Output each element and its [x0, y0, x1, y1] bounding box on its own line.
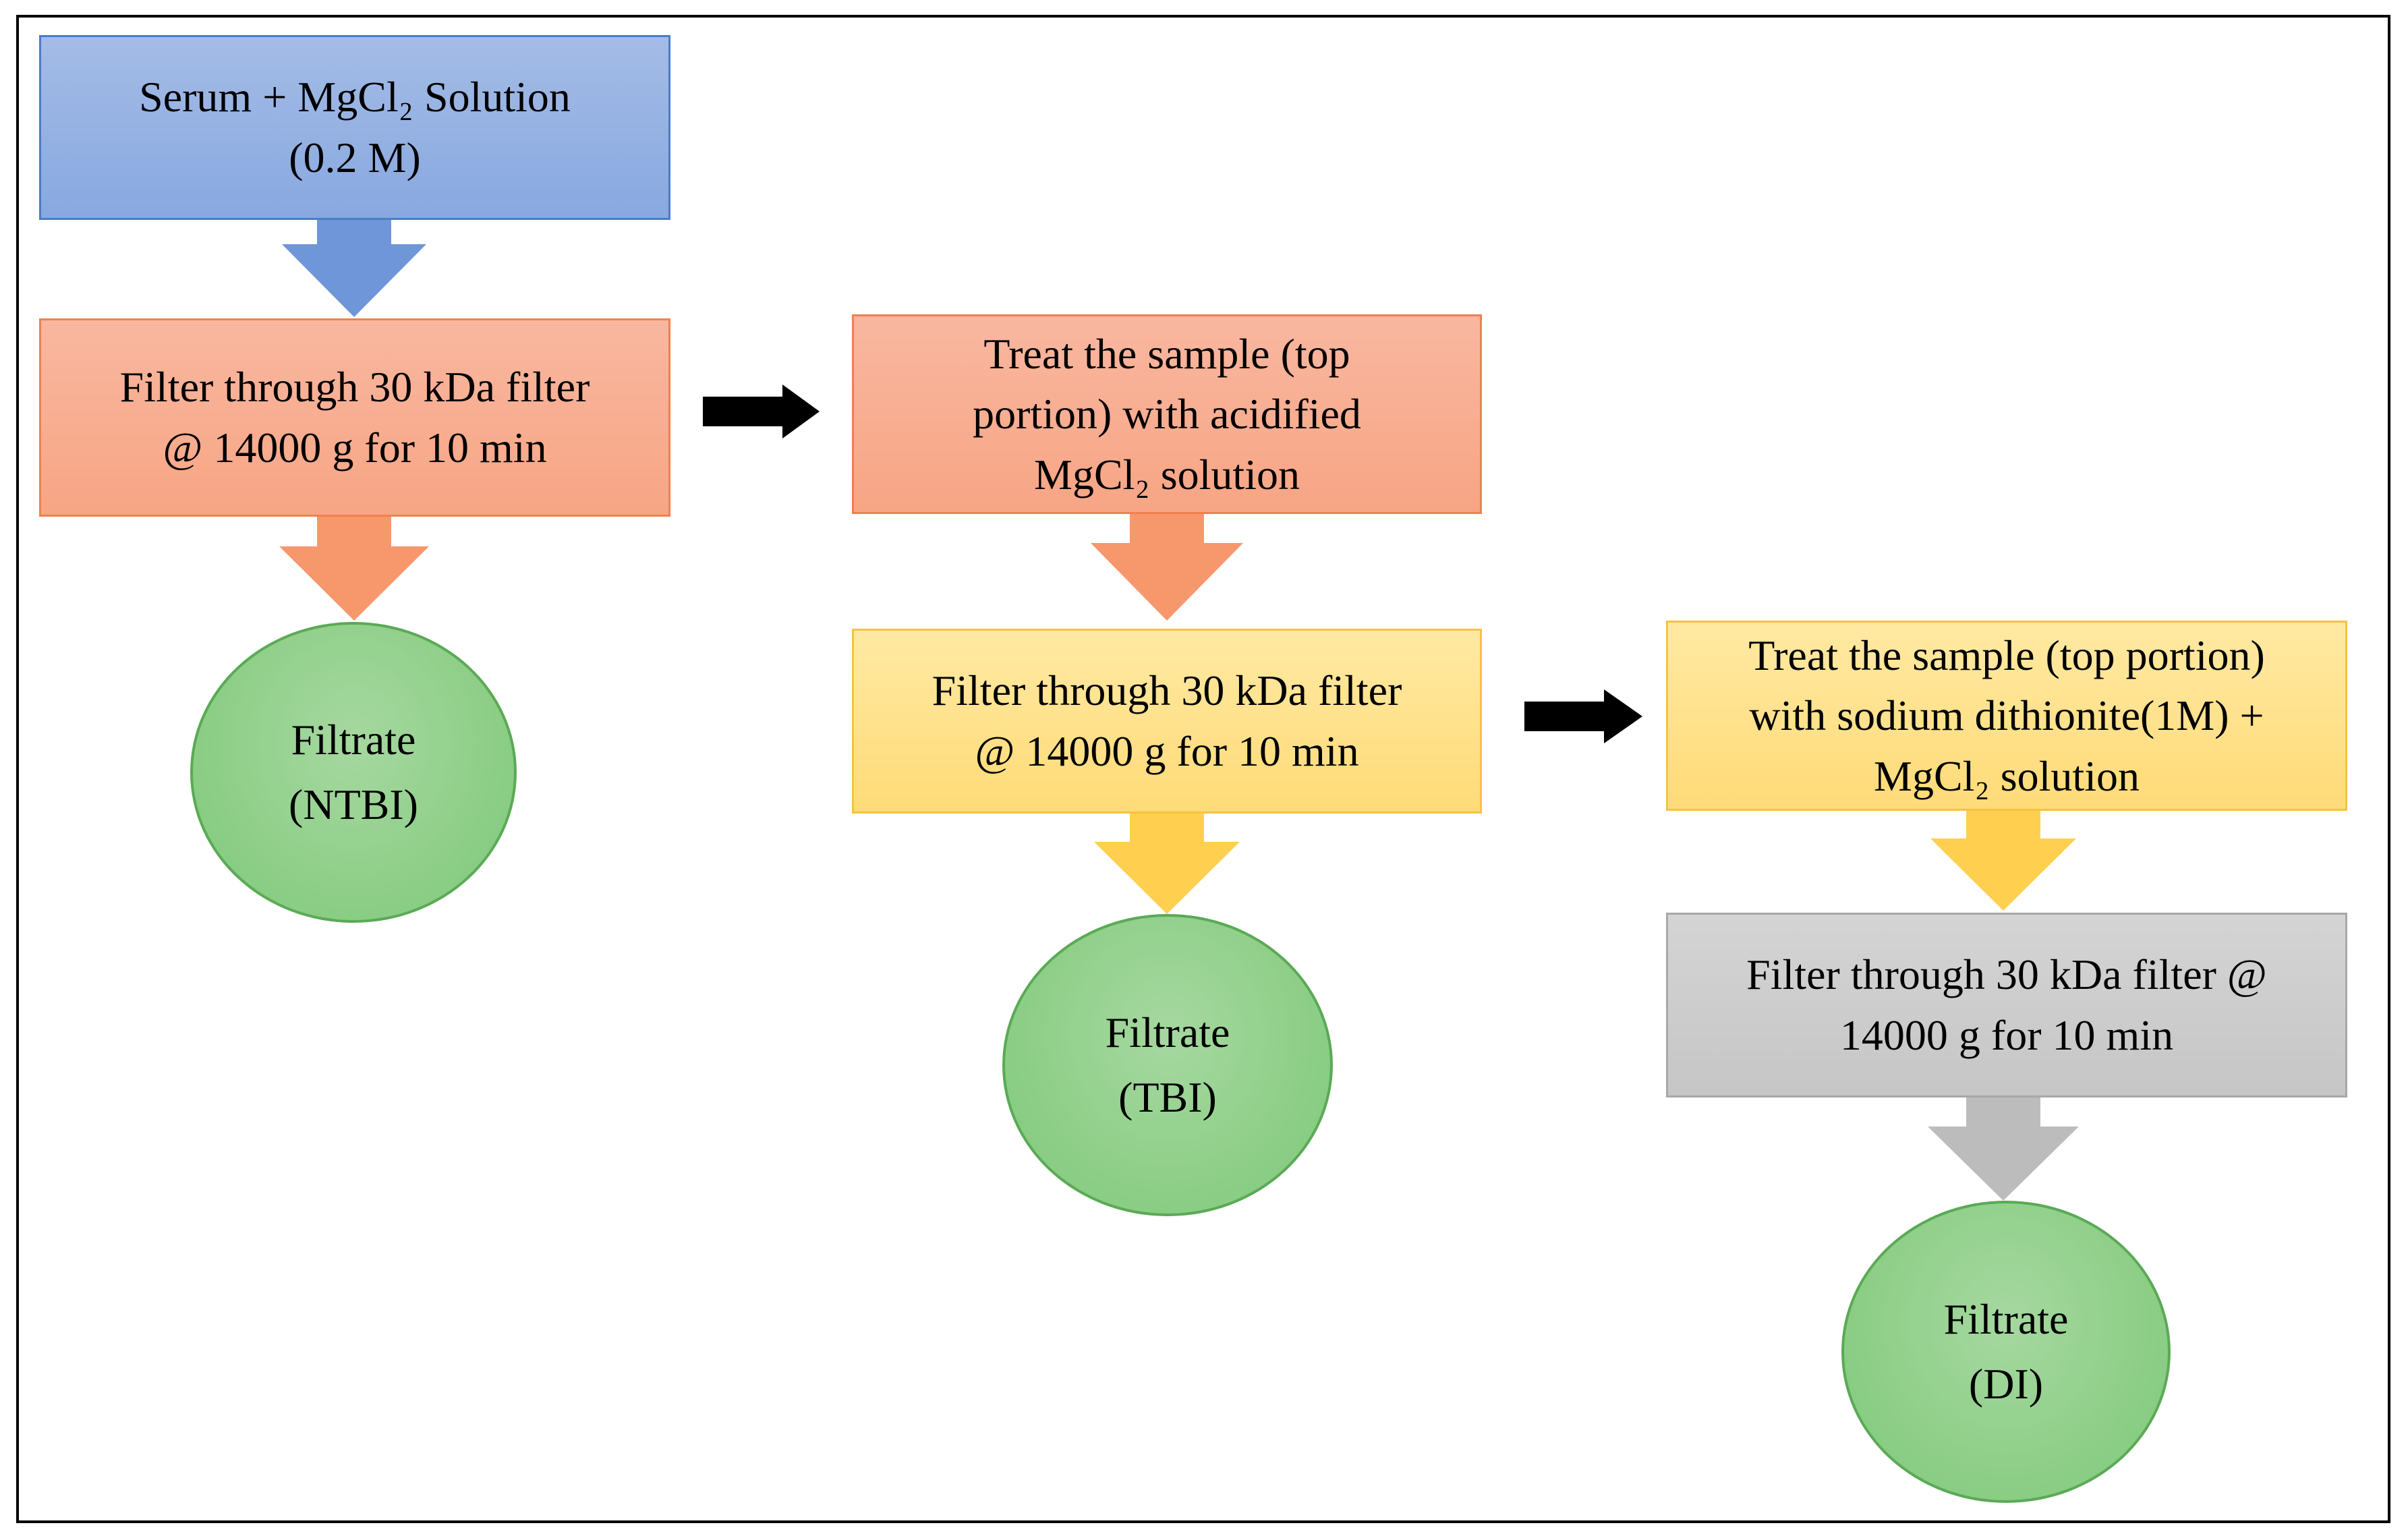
treat-dithionite-step-box: Treat the sample (top portion) with sodi… — [1666, 621, 2347, 811]
filter2-step-label: Filter through 30 kDa filter @ 14000 g f… — [931, 666, 1402, 775]
down-arrow-filter1-to-filtrate1 — [279, 516, 429, 621]
right-arrow-filter2-to-treat — [1524, 689, 1642, 743]
filter1-step-box: Filter through 30 kDa filter @ 14000 g f… — [39, 318, 670, 517]
serum-step-box: Serum + MgCl₂ Solution (0.2 M) — [39, 35, 670, 220]
filtrate-di-label: Filtrate (DI) — [1943, 1295, 2069, 1408]
filtrate-ntbi-node: Filtrate (NTBI) — [190, 622, 517, 923]
down-arrow-filter2-to-filtrate2 — [1094, 813, 1240, 914]
treat-acid-step-box: Treat the sample (top portion) with acid… — [852, 314, 1482, 514]
filtrate-di-node: Filtrate (DI) — [1841, 1201, 2171, 1503]
serum-step-label: Serum + MgCl₂ Solution (0.2 M) — [139, 73, 571, 181]
down-arrow-serum-to-filter1 — [282, 219, 426, 317]
down-arrow-treat-to-filter3 — [1930, 809, 2076, 911]
filter1-step-label: Filter through 30 kDa filter @ 14000 g f… — [119, 363, 590, 472]
treat-dithionite-step-label: Treat the sample (top portion) with sodi… — [1748, 631, 2265, 800]
down-arrow-treat-to-filter2 — [1091, 513, 1243, 621]
treat-acid-step-label: Treat the sample (top portion) with acid… — [973, 329, 1361, 498]
filter2-step-box: Filter through 30 kDa filter @ 14000 g f… — [852, 629, 1482, 814]
down-arrow-filter3-to-filtrate3 — [1928, 1096, 2079, 1201]
filtrate-tbi-node: Filtrate (TBI) — [1002, 914, 1333, 1216]
filter3-step-box: Filter through 30 kDa filter @ 14000 g f… — [1666, 913, 2347, 1097]
filtrate-ntbi-label: Filtrate (NTBI) — [289, 716, 418, 828]
filter3-step-label: Filter through 30 kDa filter @ 14000 g f… — [1746, 950, 2267, 1059]
diagram-frame — [16, 15, 2390, 1523]
filtrate-tbi-label: Filtrate (TBI) — [1105, 1008, 1230, 1121]
right-arrow-filter1-to-treat — [703, 384, 820, 438]
